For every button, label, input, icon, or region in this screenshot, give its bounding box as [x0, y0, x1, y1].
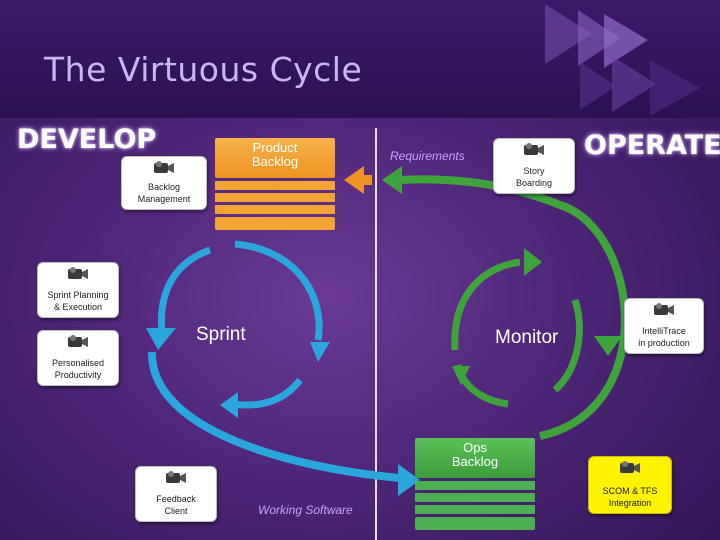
monitor-arrow-top: [451, 258, 521, 351]
callout-text: Story Boarding: [515, 166, 553, 188]
develop-heading: DEVELOP: [17, 124, 157, 155]
sprint-cycle-arrows: [157, 240, 323, 409]
release-flow-arrowhead: [398, 464, 420, 496]
callout-text: Personalised Productivity: [51, 358, 105, 380]
sprint-arrowheads: [146, 328, 330, 418]
story-boarding-callout[interactable]: Story Boarding: [493, 138, 575, 194]
requirements-flow-arrowhead-top: [382, 166, 402, 194]
title-bar: [0, 0, 720, 118]
camera-icon: [620, 461, 640, 473]
monitor-label: Monitor: [495, 327, 559, 348]
callout-text: Sprint Planning & Execution: [47, 290, 109, 312]
intellitrace-callout[interactable]: IntelliTrace in production: [624, 298, 704, 354]
ops-backlog-label: Ops Backlog: [451, 440, 499, 469]
requirements-flow-arc: [399, 175, 629, 440]
sprint-arrow-left: [157, 246, 212, 334]
camera-icon: [68, 335, 88, 347]
camera-icon: [154, 161, 174, 173]
camera-icon: [68, 267, 88, 279]
feedback-client-callout[interactable]: Feedback Client: [135, 466, 217, 522]
personalised-productivity-callout[interactable]: Personalised Productivity: [37, 330, 119, 386]
camera-icon: [524, 143, 544, 155]
requirements-label: Requirements: [390, 149, 465, 163]
requirements-arrowhead: [344, 166, 364, 194]
slide-title: The Virtuous Cycle: [44, 50, 363, 89]
release-flow-arc: [147, 351, 401, 482]
develop-operate-divider: [375, 128, 377, 540]
product-backlog-stack: [215, 138, 335, 230]
product-backlog-label: Product Backlog: [251, 140, 299, 169]
callout-text: Feedback Client: [156, 494, 196, 516]
operate-heading: OPERATE: [584, 130, 720, 161]
sprint-label: Sprint: [196, 324, 246, 345]
requirements-flow-arrowhead-right: [594, 336, 622, 356]
camera-icon: [654, 303, 674, 315]
working-software-label: Working Software: [258, 503, 353, 517]
scom-tfs-callout[interactable]: SCOM & TFS Integration: [588, 456, 672, 514]
sprint-arrow-top-right: [234, 240, 323, 341]
decorative-triangles: [545, 4, 700, 116]
callout-text: SCOM & TFS Integration: [602, 486, 658, 508]
sprint-planning-callout[interactable]: Sprint Planning & Execution: [37, 262, 119, 318]
callout-text: IntelliTrace in production: [638, 326, 690, 348]
monitor-arrowheads: [452, 248, 542, 385]
monitor-arrow-right: [552, 298, 583, 393]
callout-text: Backlog Management: [137, 182, 191, 204]
camera-icon: [166, 471, 186, 483]
backlog-management-callout[interactable]: Backlog Management: [121, 156, 207, 210]
sprint-arrow-bottom: [231, 377, 303, 409]
ops-backlog-stack: [415, 438, 535, 530]
